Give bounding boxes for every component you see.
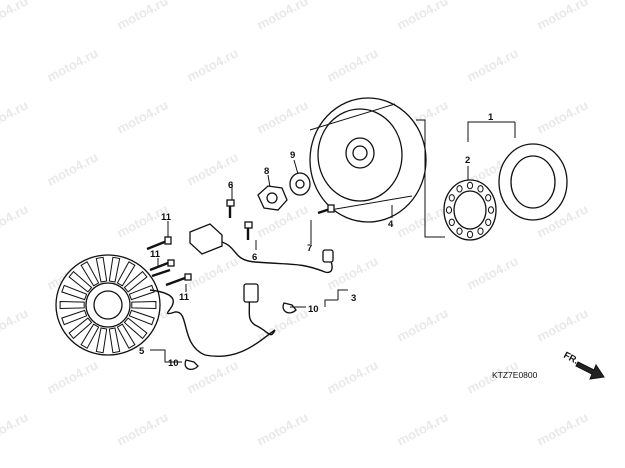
- clutch-roller: [448, 194, 455, 202]
- callout-10-right: 10: [308, 304, 319, 315]
- fr-arrow-icon: [575, 361, 605, 380]
- callout-10-left: 10: [168, 358, 179, 369]
- watermark-text: moto4.ru: [44, 357, 100, 396]
- callout-11-low: 11: [179, 292, 190, 303]
- stator-coil: [55, 254, 161, 356]
- wire-harness: [149, 223, 334, 357]
- stator-tooth: [116, 261, 136, 287]
- watermark-text: moto4.ru: [394, 305, 450, 344]
- watermark-text: moto4.ru: [324, 357, 380, 396]
- stator-tooth: [123, 317, 148, 340]
- callout-labels: 1 2 3 4 5 6 6 7 8 9 10 10 11 11 11: [139, 112, 494, 369]
- clutch-roller: [456, 185, 463, 193]
- watermark-text: moto4.ru: [0, 97, 31, 136]
- watermark-text: moto4.ru: [184, 45, 240, 84]
- wire-clips: [184, 302, 297, 371]
- clutch-roller: [477, 185, 484, 193]
- clutch-roller: [445, 206, 453, 214]
- callout-11-top: 11: [161, 212, 172, 223]
- clutch-roller: [466, 230, 474, 239]
- watermark-text: moto4.ru: [114, 0, 170, 33]
- watermark-text: moto4.ru: [0, 201, 31, 240]
- watermark-text: moto4.ru: [0, 305, 31, 344]
- watermark-text: moto4.ru: [254, 409, 310, 448]
- callout-5: 5: [139, 346, 145, 357]
- clutch-rollers: [445, 181, 495, 239]
- stator-tooth: [108, 256, 121, 283]
- watermark-text: moto4.ru: [44, 149, 100, 188]
- callout-6-upper: 6: [228, 180, 233, 191]
- stator-tooth: [131, 300, 157, 310]
- stator-tooth: [108, 327, 121, 354]
- watermark-text: moto4.ru: [394, 0, 450, 33]
- callout-9: 9: [290, 150, 295, 161]
- stator-tooth: [61, 284, 88, 301]
- starter-clutch-2: [443, 179, 497, 241]
- watermark-text: moto4.ru: [44, 45, 100, 84]
- stator-tooth: [59, 300, 85, 310]
- stator-tooth: [95, 327, 108, 354]
- callout-3: 3: [351, 293, 356, 304]
- stator-tooth: [123, 270, 148, 293]
- stator-tooth: [128, 284, 155, 301]
- stator-tooth: [68, 270, 93, 293]
- watermark-text: moto4.ru: [394, 409, 450, 448]
- small-bolts: [226, 199, 335, 240]
- stator-tooth: [116, 323, 136, 349]
- callout-8: 8: [264, 166, 269, 177]
- watermark-text: moto4.ru: [114, 409, 170, 448]
- washer-9: [289, 172, 311, 196]
- watermark-text: moto4.ru: [184, 253, 240, 292]
- clutch-roller: [485, 218, 492, 227]
- stator-tooth: [68, 317, 93, 340]
- watermark-text: moto4.ru: [254, 201, 310, 240]
- clutch-roller: [487, 206, 495, 214]
- flywheel-rotor: [309, 97, 427, 223]
- clutch-roller: [456, 227, 463, 235]
- callout-1: 1: [488, 112, 494, 123]
- callout-6-lower: 6: [252, 252, 257, 263]
- callout-4: 4: [388, 219, 394, 230]
- leader-lines: [150, 119, 516, 363]
- stator-tooth: [80, 261, 100, 287]
- watermark-text: moto4.ru: [254, 0, 310, 33]
- watermark-text: moto4.ru: [534, 305, 590, 344]
- hex-nut-8: [257, 185, 288, 211]
- stator-tooth: [80, 323, 100, 349]
- watermark-text: moto4.ru: [114, 97, 170, 136]
- diagram-code: KTZ7E0800: [492, 370, 538, 380]
- watermark-text: moto4.ru: [534, 0, 590, 33]
- clutch-roller: [485, 194, 492, 202]
- callout-7: 7: [307, 243, 312, 254]
- watermark-layer: moto4.ru moto4.ru moto4.ru moto4.ru moto4.ru…: [0, 0, 591, 449]
- stator-tooth: [95, 256, 108, 283]
- watermark-text: moto4.ru: [464, 45, 520, 84]
- front-direction-indicator: FR.: [562, 350, 605, 380]
- stator-tooth: [61, 309, 88, 326]
- stator-tooth: [128, 309, 155, 326]
- stator-windings: [59, 256, 157, 354]
- watermark-text: moto4.ru: [534, 97, 590, 136]
- watermark-text: moto4.ru: [0, 0, 31, 33]
- clutch-roller: [466, 181, 474, 190]
- starter-outer-ring-1: [498, 143, 568, 221]
- watermark-text: moto4.ru: [464, 253, 520, 292]
- watermark-text: moto4.ru: [0, 409, 31, 448]
- callout-11-mid: 11: [150, 249, 161, 260]
- callout-2: 2: [465, 155, 470, 166]
- stator-bolts: [146, 236, 192, 287]
- clutch-roller: [477, 227, 484, 235]
- watermark-text: moto4.ru: [324, 45, 380, 84]
- watermark-text: moto4.ru: [254, 97, 310, 136]
- clutch-roller: [448, 218, 455, 227]
- watermark-text: moto4.ru: [534, 409, 590, 448]
